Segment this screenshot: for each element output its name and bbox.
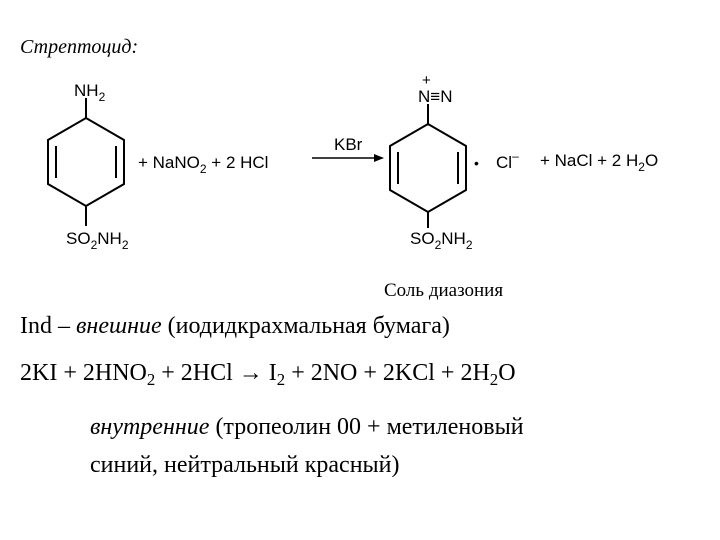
counter-ion: Cl– xyxy=(496,149,519,172)
reagents: + NaNO2 + 2 HCl xyxy=(138,153,268,176)
left-bottom-group: SO2NH2 xyxy=(66,229,129,252)
page-title: Стрептоцид: xyxy=(20,36,139,58)
diazonium-salt-caption: Соль диазония xyxy=(384,280,504,301)
diazonium-group: N≡N xyxy=(418,87,452,106)
products: + NaCl + 2 H2O xyxy=(540,151,658,174)
arrow-label: KBr xyxy=(334,135,363,154)
dot-separator: • xyxy=(474,155,479,171)
benzene-ring-right xyxy=(389,104,467,228)
right-bottom-group: SO2NH2 xyxy=(410,229,473,252)
internal-indicators-line: внутренние (тропеолин 00 + метиленовый xyxy=(90,414,524,440)
diazotization-scheme: NH2 SO2NH2 + NaNO2 + 2 HCl KBr + N≡N • C… xyxy=(47,72,658,252)
reaction-arrow xyxy=(312,154,384,162)
internal-indicators-line-2: синий, нейтральный красный) xyxy=(90,452,400,478)
diazonium-charge: + xyxy=(422,72,431,89)
left-top-group: NH2 xyxy=(74,81,106,104)
reaction-equation: 2KI + 2HNO2 + 2HCl → I2 + 2NO + 2KCl + 2… xyxy=(20,360,516,390)
external-indicator-line: Ind – внешние (иодидкрахмальная бумага) xyxy=(20,313,450,339)
benzene-ring-left xyxy=(47,98,125,226)
